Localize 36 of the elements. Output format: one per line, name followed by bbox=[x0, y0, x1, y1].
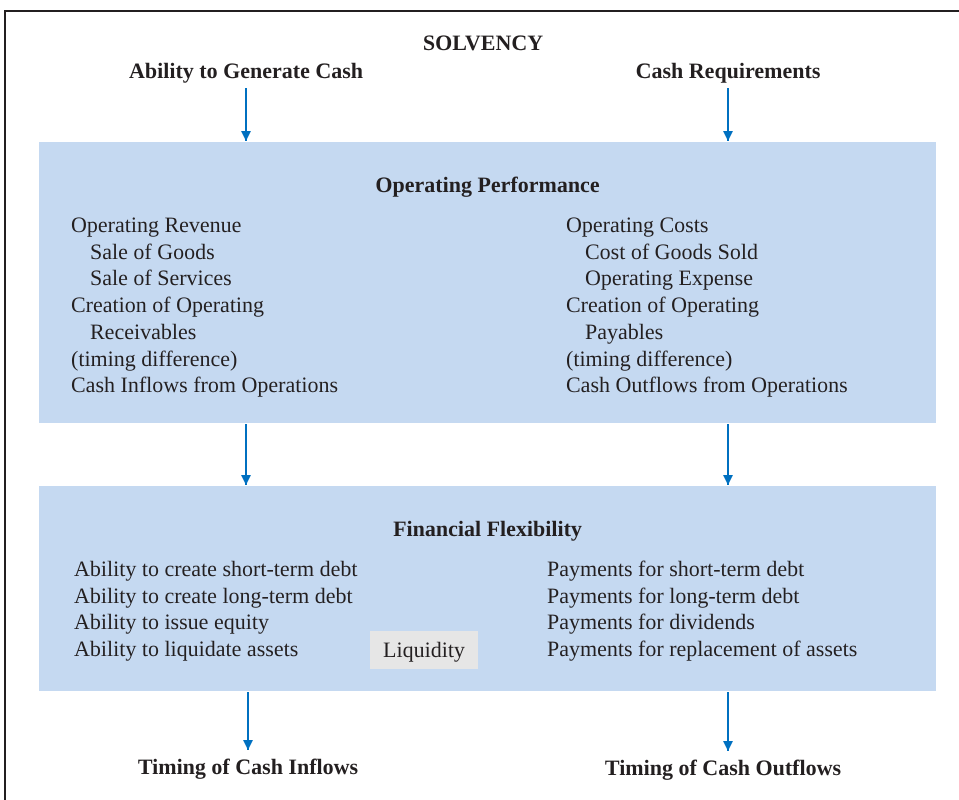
arrow bbox=[723, 692, 733, 751]
list-item: Payments for replacement of assets bbox=[547, 636, 858, 663]
flow-label: Cash Requirements bbox=[578, 56, 878, 86]
list-item: Operating Revenue bbox=[71, 212, 242, 239]
flow-label: Timing of Cash Outflows bbox=[573, 753, 873, 783]
list-item: Ability to liquidate assets bbox=[74, 636, 298, 663]
list-item: Creation of Operating Payables bbox=[566, 292, 760, 346]
list-item: Cost of Goods Sold bbox=[585, 238, 758, 266]
list-item: Cash Inflows from Operations bbox=[71, 372, 338, 399]
arrow bbox=[241, 424, 251, 485]
list-item: Creation of Operating Receivables bbox=[71, 292, 266, 346]
list-item: Ability to create short-term debt bbox=[74, 556, 358, 583]
arrow bbox=[241, 88, 251, 141]
section-panel bbox=[39, 486, 936, 691]
list-item: Ability to create long-term debt bbox=[74, 582, 353, 610]
list-item: Cash Outflows from Operations bbox=[566, 372, 848, 399]
section-heading: Financial Flexibility bbox=[392, 516, 583, 542]
tag-label: Liquidity bbox=[370, 631, 478, 669]
list-item: Payments for short-term debt bbox=[547, 556, 804, 583]
list-item: Operating Costs bbox=[566, 212, 708, 239]
diagram-title: SOLVENCY bbox=[422, 30, 544, 56]
arrow bbox=[723, 424, 733, 485]
arrow bbox=[723, 88, 733, 141]
section-panel bbox=[39, 142, 936, 423]
list-item: Payments for long-term debt bbox=[547, 582, 800, 610]
list-item: (timing difference) bbox=[71, 346, 238, 372]
list-item: Sale of Goods bbox=[90, 238, 215, 266]
flow-label: Ability to Generate Cash bbox=[96, 56, 396, 86]
list-item: Payments for dividends bbox=[547, 609, 755, 636]
list-item: Ability to issue equity bbox=[74, 609, 269, 636]
list-item: (timing difference) bbox=[566, 346, 732, 372]
flow-label: Timing of Cash Inflows bbox=[98, 752, 398, 782]
list-item: Sale of Services bbox=[90, 265, 232, 292]
section-heading: Operating Performance bbox=[374, 172, 601, 198]
arrow bbox=[243, 692, 253, 750]
list-item: Operating Expense bbox=[585, 265, 753, 292]
